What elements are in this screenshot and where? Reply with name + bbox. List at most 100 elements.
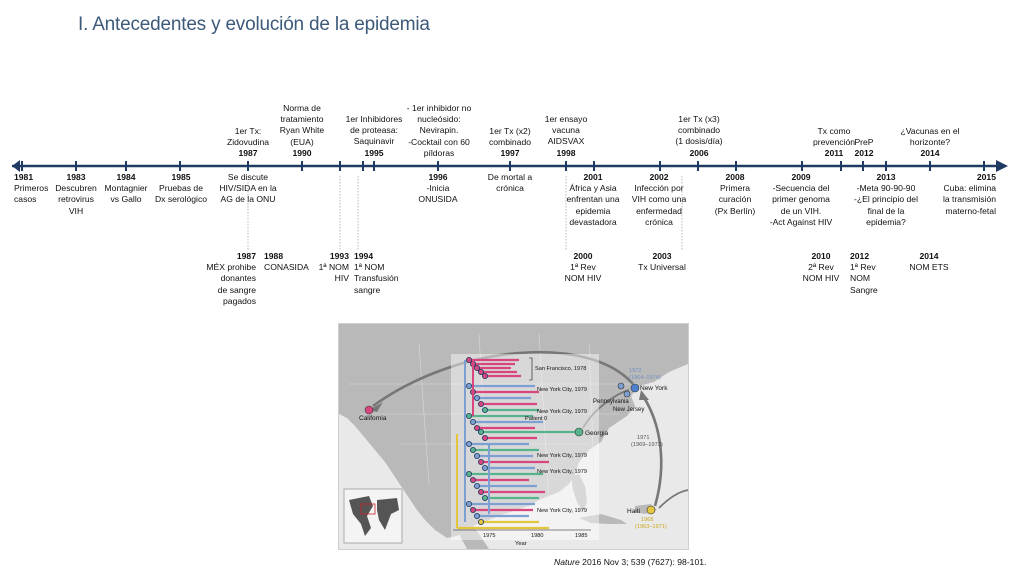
haiti-marker (646, 505, 656, 515)
pennsylvania-label: Pennsylvania (593, 399, 629, 405)
tree-node (481, 407, 488, 414)
phylogenetic-tree (456, 357, 579, 530)
world-inset-land (349, 496, 399, 536)
tree-node (473, 425, 480, 432)
tree-node (481, 494, 488, 501)
world-inset (343, 488, 403, 544)
tree-node (481, 464, 488, 471)
tree-node (473, 395, 480, 402)
phylogeography-figure: California Georgia New York Pennsylvania… (338, 323, 689, 550)
ny-date-label: 1972 (1964–1974) (629, 368, 661, 381)
tree-tick-1980: 1980 (531, 533, 543, 539)
tree-label-new-york-5: New York City, 1979 (537, 508, 587, 514)
tree-node (473, 482, 480, 489)
tree-label-new-york-1: New York City, 1979 (537, 387, 587, 393)
timeline-ticks (21, 161, 985, 171)
tree-node (466, 413, 473, 420)
event-2009-genome: 2009-Secuencia del primer genoma de un V… (769, 172, 833, 227)
event-1996-onusida: 1996-Inicia ONUSIDA (418, 172, 458, 205)
tree-node (469, 506, 476, 513)
cuba-land (579, 514, 627, 524)
event-1997-chronic: De mortal a crónica (487, 172, 533, 194)
haiti-date-line-2: (1963–1971) (635, 524, 667, 530)
tree-label-san-francisco: San Francisco, 1978 (535, 366, 586, 372)
us-date-line-1: 1971 (637, 435, 649, 441)
tree-node (469, 447, 476, 454)
tree-label-patient-0: Patient 0 (525, 416, 547, 422)
tree-label-new-york-2: New York City, 1979 (537, 409, 587, 415)
tree-node (477, 488, 484, 495)
tree-tick-1975: 1975 (483, 533, 495, 539)
mexico-land (399, 484, 489, 549)
arrow-to-haiti (658, 489, 688, 509)
tree-label-new-york-4: New York City, 1979 (537, 469, 587, 475)
world-inset-highlight (360, 503, 376, 515)
citation-journal: Nature (554, 557, 580, 567)
tree-axis-label: Year (515, 541, 527, 547)
tree-node (466, 500, 473, 507)
tree-node (477, 429, 484, 436)
tree-node (477, 518, 484, 525)
tree-node (469, 476, 476, 483)
arrow-head-us (639, 390, 649, 400)
tree-label-new-york-3: New York City, 1979 (537, 453, 587, 459)
event-2006-triple-tx: 1er Tx (x3) combinado (1 dosis/día)2006 (675, 114, 723, 158)
georgia-marker (574, 427, 584, 437)
event-2014-vaccines: ¿Vacunas en el horizonte?2014 (900, 126, 960, 159)
tree-node (473, 512, 480, 519)
pennsylvania-marker (617, 382, 625, 390)
haiti-date-label: 1968 (1963–1971) (635, 517, 667, 530)
figure-citation: Nature 2016 Nov 3; 539 (7627): 98-101. (554, 557, 706, 567)
new-york-label: New York (640, 385, 668, 392)
page-title: I. Antecedentes y evolución de la epidem… (78, 14, 430, 35)
event-1990-ryan-white: Norma de tratamiento Ryan White (EUA)199… (279, 103, 325, 158)
tree-node (477, 401, 484, 408)
event-1987-un-assembly: Se discute HIV/SIDA en la AG de la ONU (219, 172, 277, 205)
florida-land (571, 474, 587, 512)
georgia-label: Georgia (585, 430, 609, 437)
timeline-arrow-tail (12, 160, 20, 172)
san-francisco-bracket (529, 357, 533, 381)
event-2013-90-90-90: 2013-Meta 90-90-90 -¿El principio del fi… (854, 172, 918, 227)
citation-reference: 2016 Nov 3; 539 (7627): 98-101. (579, 557, 707, 567)
us-date-label: 1971 (1969–1973) (631, 435, 663, 448)
ny-date-line-1: 1972 (629, 368, 641, 374)
tree-node (466, 470, 473, 477)
california-marker (364, 405, 374, 415)
tree-node (466, 441, 473, 448)
new-jersey-label: New Jersey (613, 407, 644, 413)
tree-node (481, 373, 488, 380)
new-york-marker (630, 383, 640, 393)
new-jersey-marker (623, 390, 631, 398)
tree-tick-1985: 1985 (575, 533, 587, 539)
ny-date-line-2: (1964–1974) (629, 375, 661, 381)
timeline-arrow-head (996, 160, 1008, 172)
state-borders (349, 333, 639, 515)
tree-node (469, 419, 476, 426)
tree-node (473, 365, 480, 372)
arrow-ny-to-california (372, 350, 634, 408)
tree-node (477, 458, 484, 465)
event-1996-nevirapin: - 1er inhibidor no nucleósido: Nevirapin… (406, 103, 472, 158)
timeline-connectors (247, 176, 683, 250)
